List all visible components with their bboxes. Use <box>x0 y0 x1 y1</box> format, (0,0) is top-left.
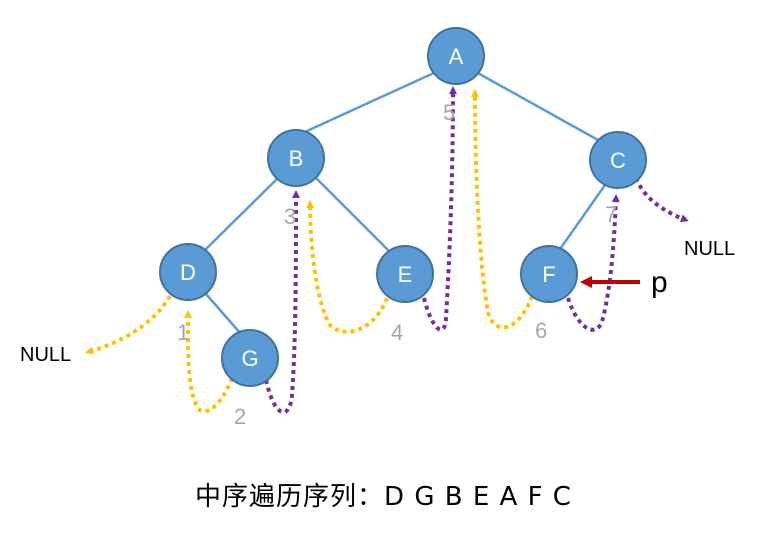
edge-a-b <box>295 70 437 138</box>
node-d: D <box>159 243 217 301</box>
yellow-threads <box>85 89 534 414</box>
node-b-label: B <box>289 146 304 171</box>
node-f: F <box>520 245 578 303</box>
node-c-label: C <box>610 148 626 173</box>
thread-e-to-a <box>422 86 457 332</box>
tree-nodes: A B C D E F G <box>159 27 647 387</box>
edge-d-g <box>205 293 242 335</box>
inorder-sequence-caption: 中序遍历序列：D G B E A F C <box>195 482 572 512</box>
thread-g-to-d <box>183 310 234 414</box>
null-label-right: NULL <box>684 238 735 260</box>
thread-d-to-null-left <box>85 294 172 355</box>
edge-b-d <box>204 177 279 251</box>
node-e-label: E <box>398 262 413 287</box>
node-g-label: G <box>241 346 258 371</box>
node-a-label: A <box>449 44 464 69</box>
edge-a-c <box>475 70 599 142</box>
node-g: G <box>221 329 279 387</box>
order-number-4: 4 <box>391 320 403 345</box>
node-b: B <box>267 129 325 187</box>
pointer-label: p <box>651 266 668 299</box>
node-e: E <box>376 245 434 303</box>
order-number-6: 6 <box>535 318 547 343</box>
node-a: A <box>427 27 485 85</box>
edge-c-f <box>556 184 607 253</box>
order-number-5: 5 <box>443 100 455 125</box>
purple-threads <box>264 86 689 415</box>
edge-b-e <box>315 177 391 253</box>
node-c: C <box>589 131 647 189</box>
thread-e-to-b <box>306 200 389 334</box>
tree-edges <box>204 70 607 335</box>
order-number-2: 2 <box>234 404 246 429</box>
node-d-label: D <box>180 260 196 285</box>
order-number-1: 1 <box>177 320 189 345</box>
node-f-label: F <box>542 262 555 287</box>
order-number-3: 3 <box>284 204 296 229</box>
thread-c-to-null-right <box>634 177 689 222</box>
order-number-7: 7 <box>605 202 617 227</box>
thread-f-to-a <box>471 89 534 330</box>
null-label-left: NULL <box>20 344 71 366</box>
order-numbers: 1 2 3 4 5 6 7 <box>177 100 617 429</box>
